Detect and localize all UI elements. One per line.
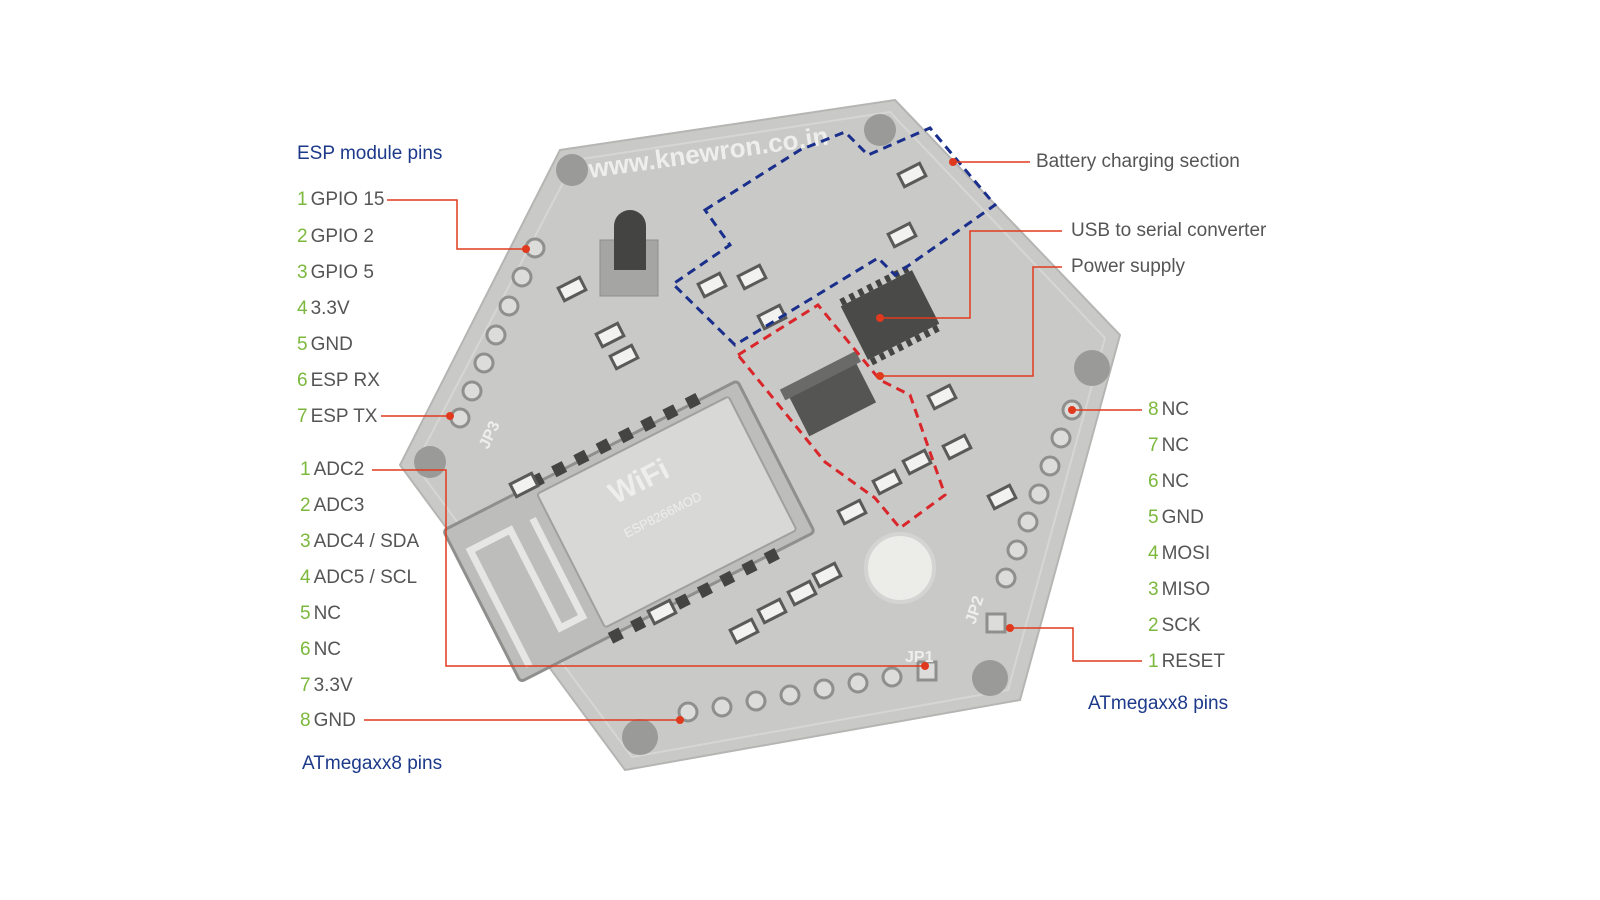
pin-label: ESP TX	[310, 406, 378, 427]
leader-lines	[364, 161, 1142, 721]
pin-number: 4	[297, 298, 308, 319]
pin-label: NC	[313, 603, 342, 624]
silkscreen-jp1: JP1	[905, 649, 934, 666]
pin-label: NC	[1161, 471, 1190, 492]
pin-number: 6	[300, 639, 311, 660]
usb-serial-label: USB to serial converter	[1071, 220, 1267, 241]
usb-serial-chip	[839, 265, 940, 366]
esp-module: WiFi ESP8266MOD	[443, 380, 815, 683]
power-supply-label: Power supply	[1071, 256, 1186, 277]
pin-number: 4	[300, 567, 311, 588]
pin-number: 5	[1148, 507, 1159, 528]
pin-number: 1	[300, 459, 311, 480]
pin-number: 7	[1148, 435, 1159, 456]
pin-label: ESP RX	[310, 370, 380, 391]
pin-number: 3	[300, 531, 311, 552]
pin-label: GPIO 15	[310, 189, 385, 210]
atmega-right-pin-header	[985, 399, 1083, 634]
mount-hole-right	[1074, 350, 1110, 386]
leader-dots	[446, 158, 1076, 724]
pin-label: SCK	[1161, 615, 1201, 636]
mount-hole-top-right	[864, 114, 896, 146]
pin-number: 1	[1148, 651, 1159, 672]
pin-label: 3.3V	[310, 298, 350, 319]
pin-label: GPIO 5	[310, 262, 374, 283]
pin-label: MOSI	[1161, 543, 1211, 564]
power-supply-box	[735, 303, 947, 531]
pin-label: 3.3V	[313, 675, 353, 696]
esp-pin-header	[449, 237, 546, 429]
pin-label: MISO	[1161, 579, 1211, 600]
battery-charging-label: Battery charging section	[1036, 151, 1240, 172]
atmega-left-pins-header: ATmegaxx8 pins	[302, 753, 443, 774]
mount-hole-bottom-right	[972, 660, 1008, 696]
pin-label: NC	[1161, 435, 1190, 456]
smd-components	[508, 161, 1018, 645]
battery-charging-box	[670, 126, 998, 347]
atmega-right-pins-header: ATmegaxx8 pins	[1088, 693, 1229, 714]
pin-number: 5	[300, 603, 311, 624]
pin-number: 7	[297, 406, 308, 427]
pin-label: NC	[313, 639, 342, 660]
pin-label: GND	[1161, 507, 1204, 528]
pin-number: 6	[297, 370, 308, 391]
pin-number: 6	[1148, 471, 1159, 492]
pin-number: 8	[1148, 399, 1159, 420]
pin-label: RESET	[1161, 651, 1225, 672]
pin-label: NC	[1161, 399, 1190, 420]
esp-module-pins-header: ESP module pins	[297, 143, 443, 164]
pin-label: GND	[313, 710, 356, 731]
atmega-left-pin-header	[677, 660, 938, 723]
pin-number: 1	[297, 189, 308, 210]
pin-label: GND	[310, 334, 353, 355]
pin-label: ADC5 / SCL	[313, 567, 418, 588]
pin-label: ADC4 / SDA	[313, 531, 420, 552]
pin-number: 4	[1148, 543, 1159, 564]
pin-number: 2	[300, 495, 311, 516]
mount-hole-left	[414, 446, 446, 478]
pin-number: 3	[1148, 579, 1159, 600]
push-button-stem	[614, 226, 646, 270]
pin-label: GPIO 2	[310, 226, 374, 247]
pin-number: 5	[297, 334, 308, 355]
mount-hole-bottom-left	[622, 719, 658, 755]
voltage-regulator	[779, 351, 877, 437]
pin-label: ADC3	[313, 495, 365, 516]
pin-number: 2	[297, 226, 308, 247]
pin-number: 7	[300, 675, 311, 696]
pin-number: 8	[300, 710, 311, 731]
pin-number: 3	[297, 262, 308, 283]
pin-number: 2	[1148, 615, 1159, 636]
led	[864, 532, 936, 604]
mount-hole-top-left	[556, 154, 588, 186]
pin-label: ADC2	[313, 459, 365, 480]
